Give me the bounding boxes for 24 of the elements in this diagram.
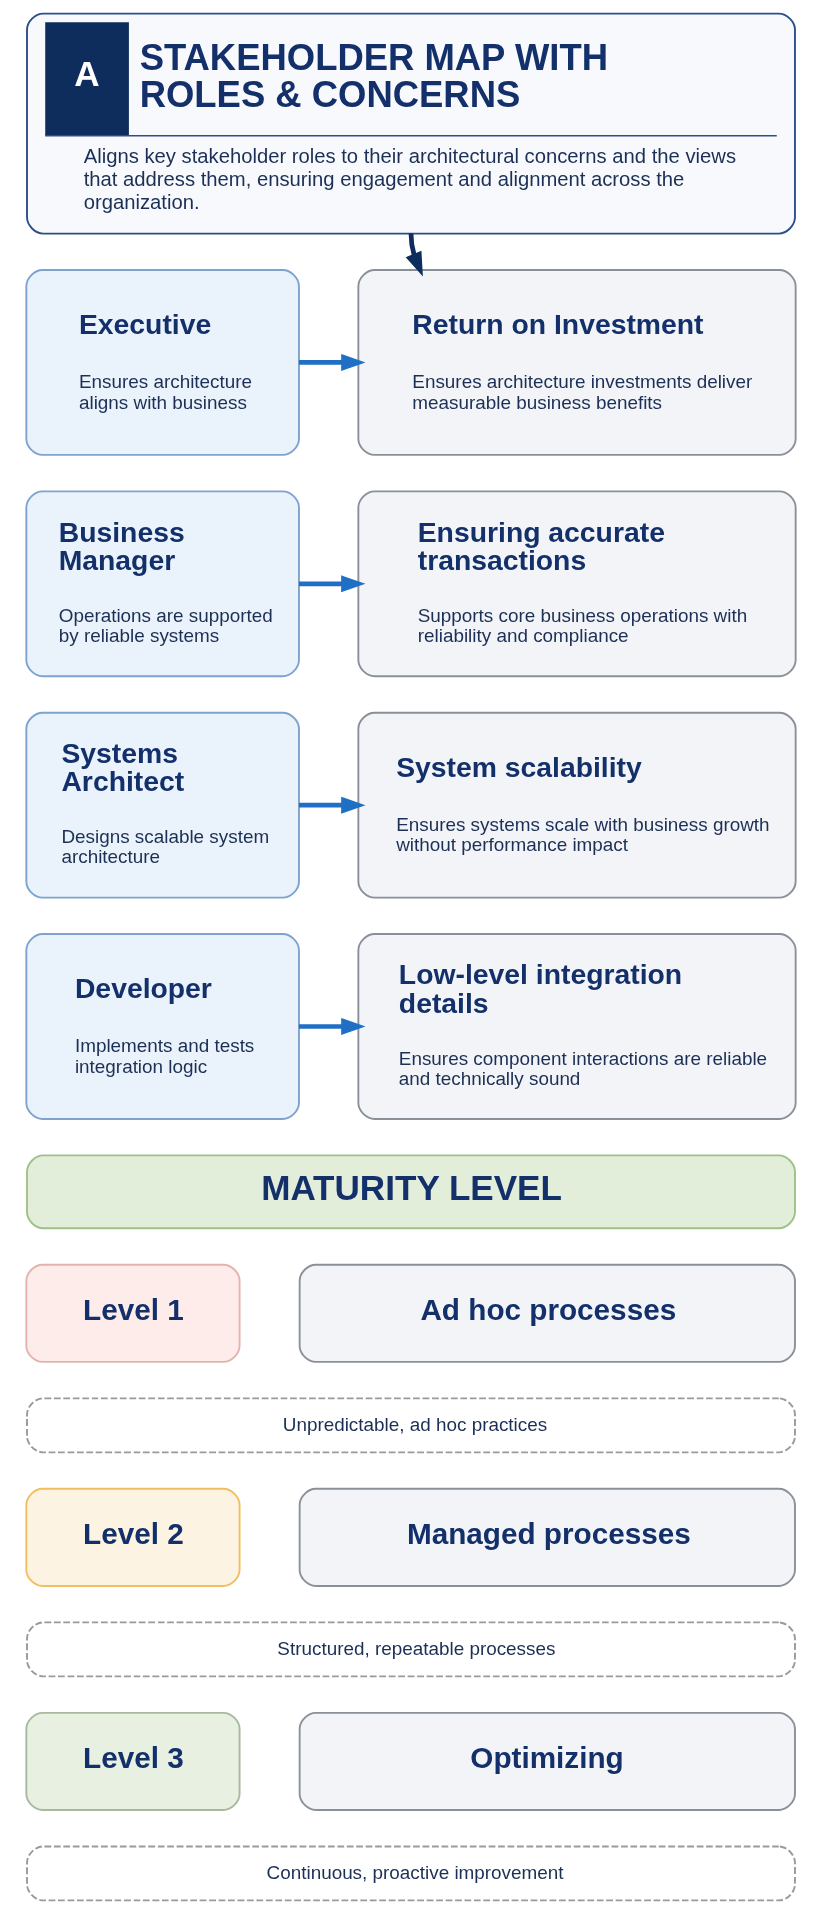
node-box: Level 3 [25,1711,241,1811]
node-box: Continuous, proactive improvement [26,1845,796,1902]
node-box: Structured, repeatable processes [26,1621,796,1678]
node-box: System scalability Ensures systems scale with business growth without performance impact [357,711,797,899]
arrow [405,233,423,277]
arrow [298,575,366,593]
node-box: Ensuring accurate transactions Supports core business operations with reliability and compliance [357,490,797,678]
arrow [298,796,366,814]
node-box: Level 2 [25,1487,241,1587]
arrow [298,1018,366,1036]
arrow [298,353,366,371]
node-box: Unpredictable, ad hoc practices [26,1397,796,1454]
node-box: MATURITY LEVEL [26,1154,796,1230]
node-box: Systems Architect Designs scalable system architecture [25,711,300,899]
node-box: Level 1 [25,1263,241,1363]
node-box: A STAKEHOLDER MAP WITH ROLES & CONCERNS Aligns key stakeholder roles to their architectural concerns and the views that address them, ensuring engagement and alignment across the organization. [26,12,796,235]
node-box: Low-level integration details Ensures component interactions are reliable and technically sound [357,933,797,1120]
node-box: Executive Ensures architecture aligns with business [25,269,300,456]
node-box: Managed processes [298,1487,796,1587]
node-box: Optimizing [298,1711,796,1811]
node-box: Business Manager Operations are supported by reliable systems [25,490,300,678]
node-box: Ad hoc processes [298,1263,796,1363]
node-box: Return on Investment Ensures architecture investments deliver measurable business benefits [357,269,797,456]
node-box: Developer Implements and tests integration logic [25,933,300,1120]
